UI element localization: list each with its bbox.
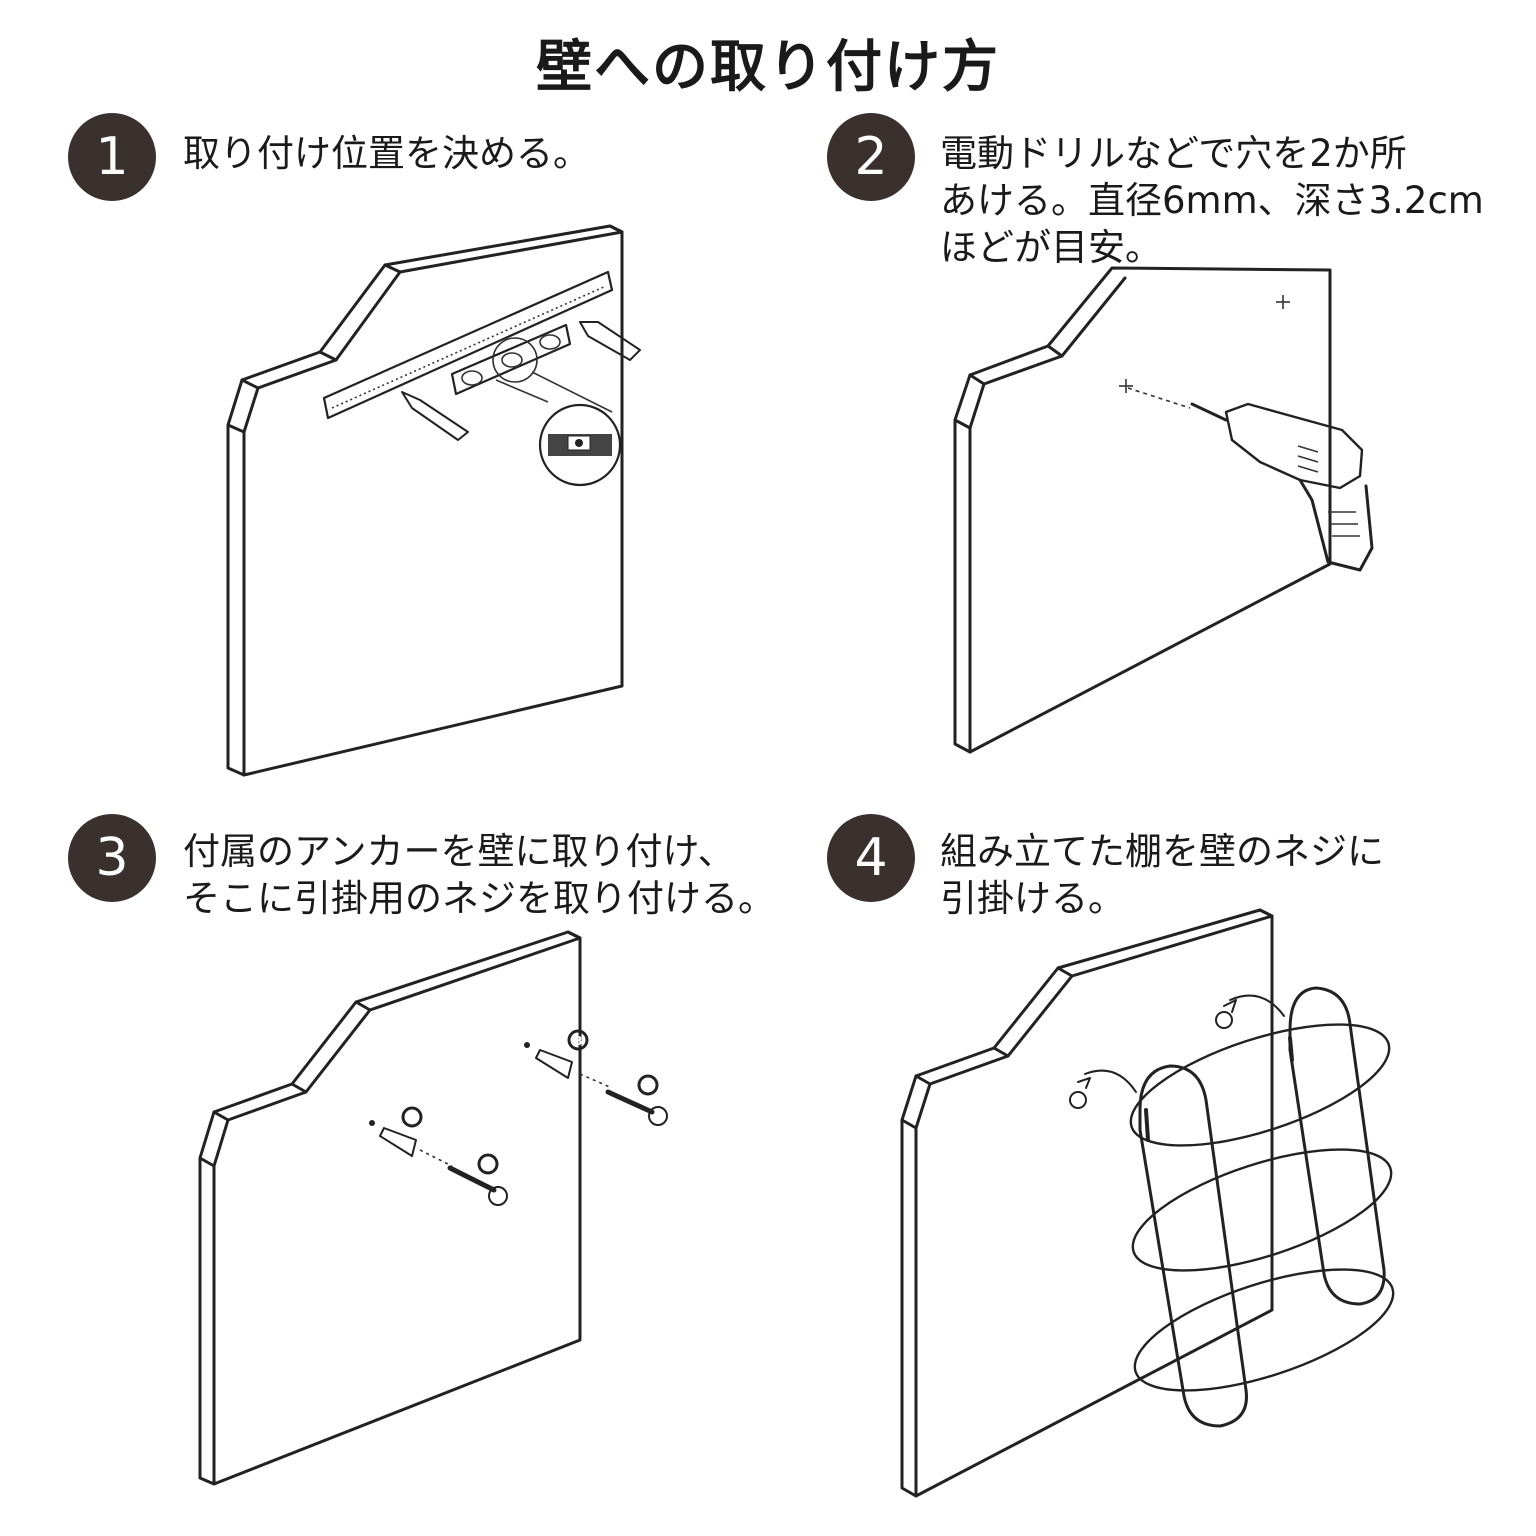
magnifier-bubble-icon xyxy=(538,403,622,487)
wall-screw-right-icon xyxy=(1215,994,1285,1029)
ruler-icon xyxy=(322,270,614,420)
step-1-number-badge: 1 xyxy=(68,113,156,201)
screw-label-upper: A xyxy=(643,1079,653,1093)
step-3-number-badge: 3 xyxy=(68,814,156,902)
wall-screw-left-icon xyxy=(1069,1069,1137,1109)
step-1-description: 取り付け位置を決める。 xyxy=(183,130,590,177)
step-2-line-3: ほどが目安。 xyxy=(940,226,1162,269)
pencil-left-icon xyxy=(401,391,469,441)
step-2-description: 電動ドリルなどで穴を2か所 あける。直径6mm、深さ3.2cm ほどが目安。 xyxy=(940,130,1484,271)
step-4-line-2: 引掛ける。 xyxy=(940,877,1125,920)
oval-shelf-icon xyxy=(1129,986,1395,1428)
step-4-line-1: 組み立てた棚を壁のネジに xyxy=(940,830,1384,873)
step-2-line-1: 電動ドリルなどで穴を2か所 xyxy=(940,132,1407,175)
anchor-lower-icon: B xyxy=(369,1106,423,1157)
pencil-right-icon xyxy=(579,321,641,361)
anchor-upper-icon: B xyxy=(524,1029,589,1079)
anchor-label-upper: B xyxy=(573,1034,582,1048)
step-2-number-badge: 2 xyxy=(827,113,915,201)
page-title: 壁への取り付け方 xyxy=(536,35,1000,100)
step-1-number: 1 xyxy=(95,127,129,187)
step-4-number-badge: 4 xyxy=(827,814,915,902)
anchor-label-lower: B xyxy=(407,1111,416,1125)
hole-mark-top-icon xyxy=(1276,295,1290,309)
step-3-number: 3 xyxy=(95,828,129,888)
screw-lower-icon: A xyxy=(419,1149,508,1206)
step-3-description: 付属のアンカーを壁に取り付け、 そこに引掛用のネジを取り付ける。 xyxy=(183,828,775,922)
step-1-wall-illustration xyxy=(226,224,624,777)
screw-upper-icon: A xyxy=(579,1073,668,1126)
hole-mark-bottom-icon xyxy=(1119,379,1191,409)
screw-label-lower: A xyxy=(483,1158,493,1172)
step-2-wall-illustration xyxy=(953,266,1332,754)
step-3-line-1: 付属のアンカーを壁に取り付け、 xyxy=(183,830,735,873)
step-2-line-2: あける。直径6mm、深さ3.2cm xyxy=(940,179,1484,222)
step-3-line-2: そこに引掛用のネジを取り付ける。 xyxy=(183,877,775,920)
spirit-level-icon xyxy=(450,323,613,413)
step-1-line-1: 取り付け位置を決める。 xyxy=(183,132,590,175)
step-4-wall-illustration xyxy=(900,908,1274,1498)
step-3-wall-illustration xyxy=(198,930,582,1486)
drill-icon xyxy=(1190,402,1374,572)
step-4-number: 4 xyxy=(854,828,888,888)
step-2-number: 2 xyxy=(854,127,888,187)
step-4-description: 組み立てた棚を壁のネジに 引掛ける。 xyxy=(940,828,1384,922)
